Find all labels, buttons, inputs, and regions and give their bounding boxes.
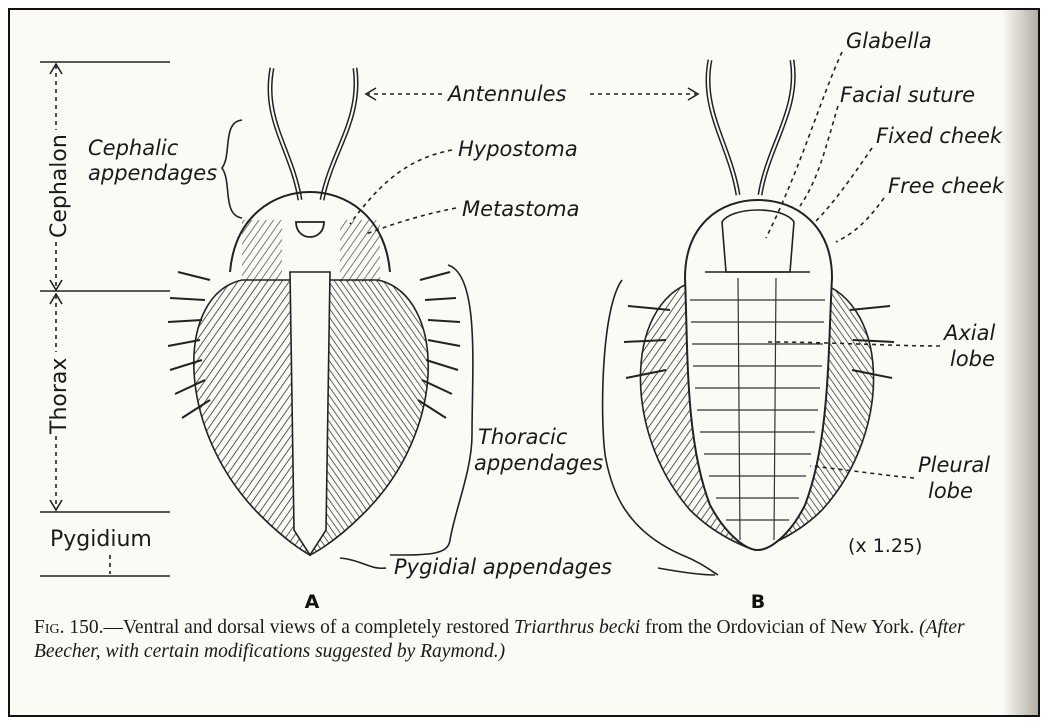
cephalic-appendages-label-1: Cephalic [88, 136, 179, 160]
hypostoma-label: Hypostoma [458, 137, 578, 161]
thoracic-appendages-label-1: Thoracic [478, 425, 568, 449]
facial-suture-label: Facial suture [840, 83, 975, 107]
view-a-label: A [305, 591, 320, 613]
dorsal-view-specimen [624, 60, 894, 550]
cephalic-appendages-label-2: appendages [88, 161, 217, 185]
figure-frame: Cephalon Thorax Pygidium A Ceph [8, 8, 1040, 717]
caption-text-1: —Ventral and dorsal views of a completel… [104, 617, 510, 638]
free-cheek-label: Free cheek [888, 174, 1005, 198]
trilobite-diagram: Cephalon Thorax Pygidium A Ceph [10, 10, 1038, 715]
ventral-view-specimen [168, 68, 460, 555]
fixed-cheek-label: Fixed cheek [876, 124, 1003, 148]
pleural-lobe-label-2: lobe [928, 479, 973, 503]
pleural-lobe-label-1: Pleural [918, 453, 990, 477]
axial-lobe-label-2: lobe [950, 347, 995, 371]
pygidium-label: Pygidium [50, 527, 152, 552]
thoracic-appendages-label-2: appendages [474, 451, 603, 475]
caption-species: Triarthrus becki [514, 617, 640, 638]
figure-caption: Fig. 150.—Ventral and dorsal views of a … [34, 616, 1024, 664]
glabella-label: Glabella [846, 29, 932, 53]
caption-fig-label: Fig. 150. [34, 617, 104, 638]
axial-lobe-label-1: Axial [942, 321, 995, 345]
thorax-label: Thorax [47, 358, 72, 435]
cephalon-label: Cephalon [47, 134, 72, 238]
view-b-label: B [751, 591, 765, 613]
pygidial-appendages-label: Pygidial appendages [394, 555, 612, 579]
caption-text-2: from the Ordovician of New York. [645, 617, 914, 638]
metastoma-label: Metastoma [462, 197, 580, 221]
magnification-label: (x 1.25) [848, 535, 922, 557]
antennules-label: Antennules [446, 82, 567, 106]
